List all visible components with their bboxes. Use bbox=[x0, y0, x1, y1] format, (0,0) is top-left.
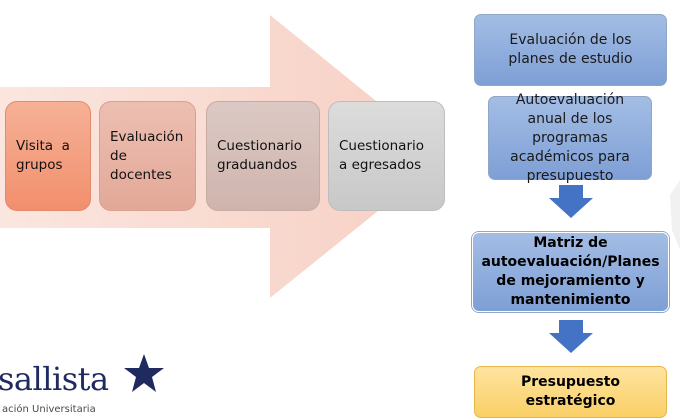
step-visita-grupos: Visita a grupos bbox=[5, 101, 91, 211]
step-evaluacion-docentes: Evaluación de docentes bbox=[99, 101, 196, 211]
step-label: Cuestionario a egresados bbox=[339, 138, 425, 173]
box-autoevaluacion-anual: Autoevaluación anual de los programas ac… bbox=[488, 92, 652, 184]
box-presupuesto-estrategico: Presupuesto estratégico bbox=[474, 366, 667, 418]
star-icon bbox=[124, 354, 164, 392]
step-cuestionario-graduandos: Cuestionario graduandos bbox=[206, 101, 320, 211]
down-arrow-icon bbox=[549, 185, 593, 218]
logo-subtitle: ación Universitaria bbox=[2, 404, 96, 415]
logo-wordmark: sallista bbox=[0, 360, 109, 398]
step-label: Cuestionario graduandos bbox=[217, 138, 303, 173]
box-label: Evaluación de los planes de estudio bbox=[508, 32, 633, 67]
box-label: Presupuesto estratégico bbox=[520, 374, 621, 409]
step-label: Evaluación de docentes bbox=[110, 128, 184, 183]
box-label: Matriz de autoevaluación/Planes de mejor… bbox=[481, 235, 660, 308]
box-evaluacion-planes: Evaluación de los planes de estudio bbox=[474, 14, 667, 86]
box-label: Autoevaluación anual de los programas ac… bbox=[510, 91, 630, 184]
box-matriz-autoevaluacion: Matriz de autoevaluación/Planes de mejor… bbox=[472, 232, 669, 312]
down-arrow-icon bbox=[549, 320, 593, 353]
step-cuestionario-egresados: Cuestionario a egresados bbox=[328, 101, 445, 211]
step-label: Visita a grupos bbox=[16, 138, 75, 173]
